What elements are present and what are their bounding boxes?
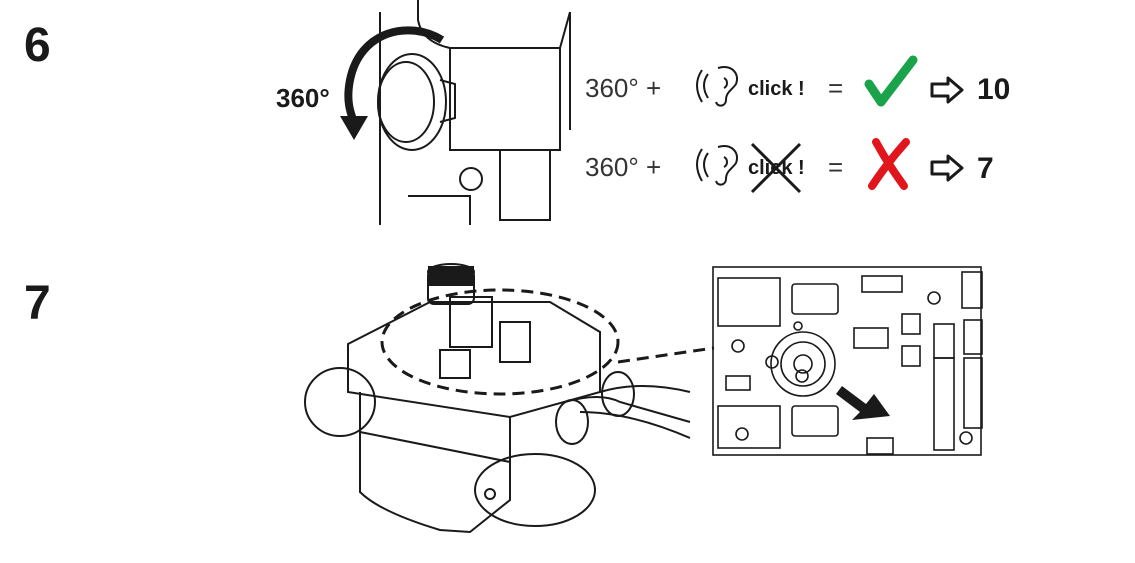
step-number-6: 6 <box>24 19 51 72</box>
actuator-open-housing-illustration <box>304 263 715 534</box>
row1-goto-step: 10 <box>977 73 1011 106</box>
row1-sound: click ! <box>748 78 805 100</box>
actuator-handwheel-illustration <box>340 0 571 225</box>
ear-icon <box>696 145 738 186</box>
arrow-right-icon <box>930 76 964 104</box>
row1-equals: = <box>828 73 844 103</box>
rotation-label: 360° <box>276 83 330 113</box>
cross-icon <box>868 138 910 190</box>
row2-angle: 360° + <box>585 152 662 182</box>
row1-angle: 360° + <box>585 73 662 103</box>
check-icon <box>864 55 918 107</box>
row2-goto-step: 7 <box>977 152 994 185</box>
circuit-board-illustration <box>712 266 983 456</box>
arrow-right-icon <box>930 154 964 182</box>
row2-equals: = <box>828 152 844 182</box>
no-click-cross-icon <box>750 142 802 194</box>
ear-icon <box>696 66 738 107</box>
step-number-7: 7 <box>24 277 51 330</box>
